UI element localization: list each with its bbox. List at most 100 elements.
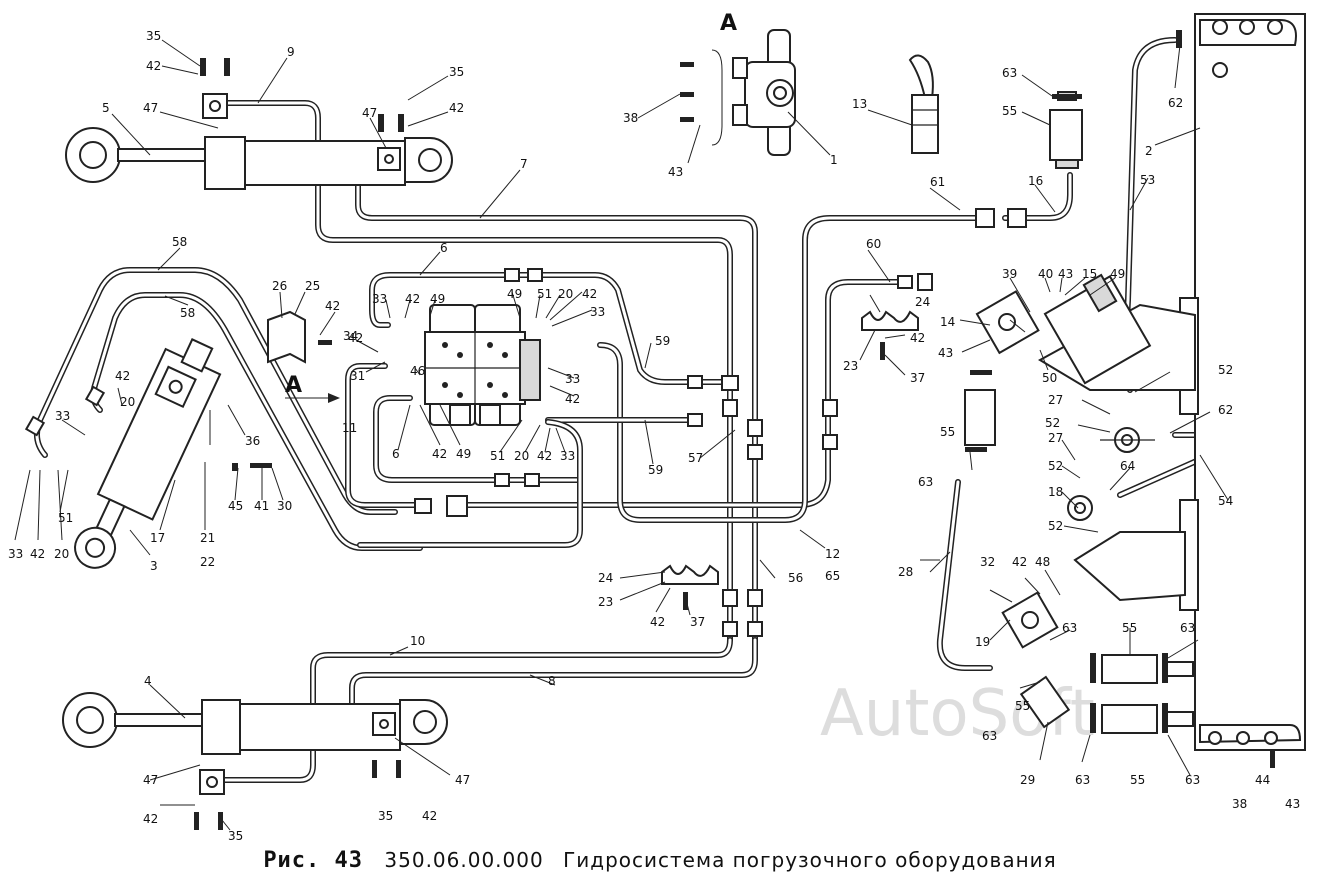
callout: 8: [548, 674, 556, 688]
callout: 39: [1002, 267, 1017, 281]
clamps: [267, 310, 919, 585]
view-a-arrow: [285, 393, 340, 403]
pipe-6-bottom-inner: [374, 396, 582, 482]
pipe-7-inner: [356, 158, 757, 642]
callout: 33: [590, 305, 605, 319]
callout: 20: [558, 287, 573, 301]
callout: 37: [690, 615, 705, 629]
callout: 53: [1140, 173, 1155, 187]
callout: 35: [146, 29, 161, 43]
pipe-16-inner: [1003, 173, 1072, 220]
callout: 33: [565, 372, 580, 386]
figure-label: Рис. 43: [263, 848, 364, 873]
callout: 52: [1048, 519, 1063, 533]
view-marker-a-left: A: [285, 373, 302, 398]
callout: 55: [1002, 104, 1017, 118]
callout: 42: [432, 447, 447, 461]
callout: 22: [200, 555, 215, 569]
callout: 15: [1082, 267, 1097, 281]
callout: 52: [1048, 459, 1063, 473]
callout: 27: [1048, 393, 1063, 407]
pipe-11: [345, 363, 423, 508]
callout: 42: [422, 809, 437, 823]
callout: 42: [30, 547, 45, 561]
callout: 24: [915, 295, 930, 309]
pipe-fittings: [24, 208, 1027, 637]
callout: 42: [405, 292, 420, 306]
callout: 55: [1015, 699, 1030, 713]
callout: 17: [150, 531, 165, 545]
callout: 42: [650, 615, 665, 629]
callout: 3: [150, 559, 158, 573]
joystick: [908, 54, 939, 154]
callout: 49: [507, 287, 522, 301]
callout: 44: [1255, 773, 1270, 787]
callout: 42: [348, 331, 363, 345]
callout: 50: [1042, 371, 1057, 385]
callout: 37: [910, 371, 925, 385]
callout: 7: [520, 157, 528, 171]
pipe-7: [355, 157, 758, 643]
callout: 25: [305, 279, 320, 293]
callout: 46: [410, 364, 425, 378]
callout: 1: [830, 153, 838, 167]
callout: 11: [342, 421, 357, 435]
callout: 18: [1048, 485, 1063, 499]
callout: 13: [852, 97, 867, 111]
pipe-12-inner: [453, 280, 902, 507]
detail-a-fitting: [711, 29, 796, 156]
fasteners: [194, 30, 1275, 830]
callout: 63: [1075, 773, 1090, 787]
callout: 35: [449, 65, 464, 79]
callout: 42: [565, 392, 580, 406]
hose-28-inner: [938, 480, 992, 670]
callout: 33: [55, 409, 70, 423]
callout: 33: [8, 547, 23, 561]
callouts: 35 42 9 5 47 47 35 42 7 38 43 1 13 63 55…: [8, 29, 1300, 843]
figure-caption: Рис. 43 350.06.00.000 Гидросистема погру…: [0, 848, 1320, 873]
callout: 63: [1185, 773, 1200, 787]
callout: 49: [430, 292, 445, 306]
lower-boom-cylinder: [62, 692, 448, 795]
pipe-8-inner: [350, 638, 757, 724]
callout: 23: [598, 595, 613, 609]
callout: 42: [1012, 555, 1027, 569]
callout: 51: [490, 449, 505, 463]
callout: 59: [648, 463, 663, 477]
callout: 27: [1048, 431, 1063, 445]
tank-outlet: [1001, 531, 1186, 729]
upper-boom-cylinder: [65, 93, 453, 190]
callout: 40: [1038, 267, 1053, 281]
callout: 20: [514, 449, 529, 463]
callout: 55: [1122, 621, 1137, 635]
callout: 43: [1058, 267, 1073, 281]
callout: 42: [449, 101, 464, 115]
pipe-20-loop-inner: [358, 420, 582, 547]
callout: 42: [582, 287, 597, 301]
figure-title: Гидросистема погрузочного оборудования: [563, 848, 1057, 872]
callout: 55: [1130, 773, 1145, 787]
callout: 45: [228, 499, 243, 513]
callout: 65: [825, 569, 840, 583]
leader-lines: [14, 39, 1229, 831]
callout: 62: [1168, 96, 1183, 110]
callout: 42: [146, 59, 161, 73]
callout: 55: [940, 425, 955, 439]
callout: 2: [1145, 144, 1153, 158]
callout: 63: [982, 729, 997, 743]
callout: 52: [1045, 416, 1060, 430]
callout: 47: [362, 106, 377, 120]
callout: 14: [940, 315, 955, 329]
callout: 63: [1002, 66, 1017, 80]
callout: 48: [1035, 555, 1050, 569]
callout: 51: [537, 287, 552, 301]
callout: 47: [143, 773, 158, 787]
callout: 43: [1285, 797, 1300, 811]
callout: 38: [1232, 797, 1247, 811]
callout: 62: [1218, 403, 1233, 417]
callout: 24: [598, 571, 613, 585]
control-valve: [424, 304, 541, 426]
callout: 6: [440, 241, 448, 255]
callout: 26: [272, 279, 287, 293]
